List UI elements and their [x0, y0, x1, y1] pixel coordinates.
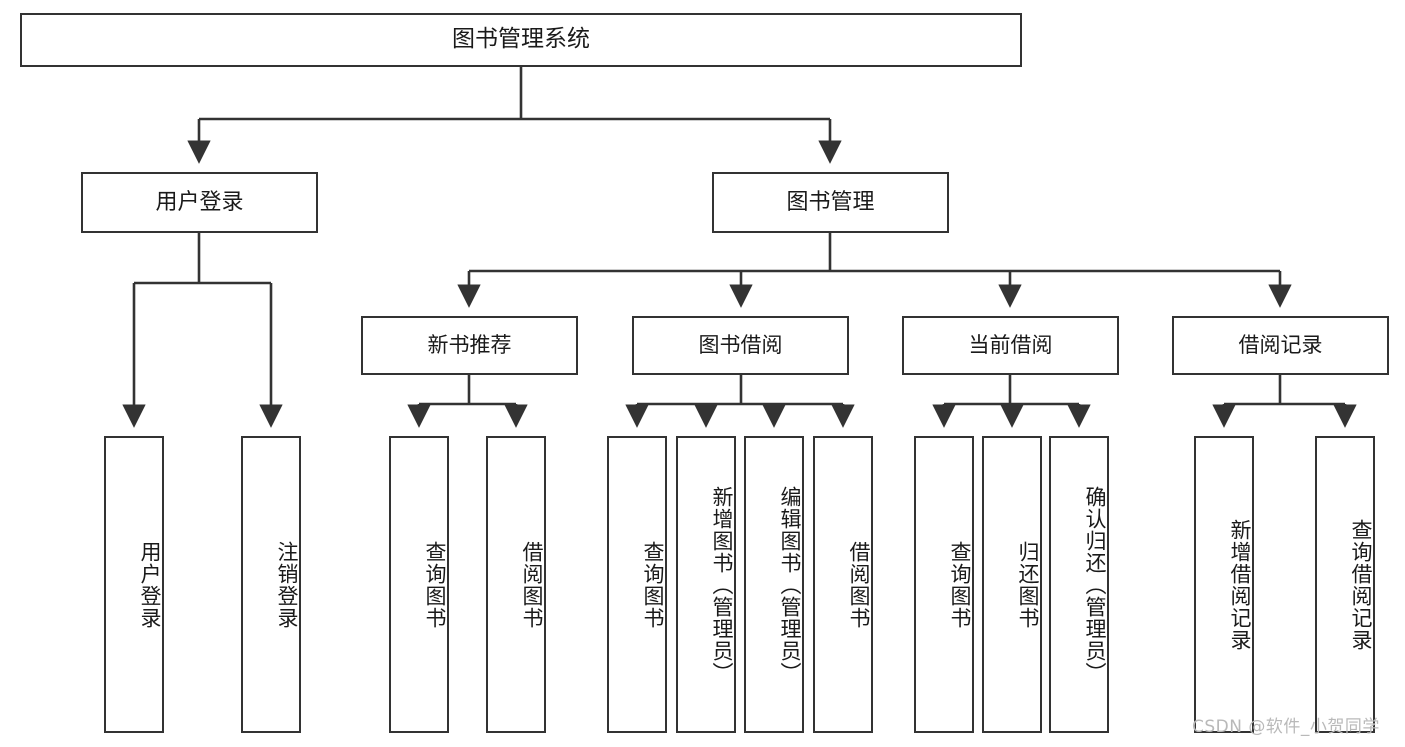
leaf-borrow-book[interactable]: 借阅图书	[813, 436, 873, 733]
node-label: 确认归还（管理员）	[1083, 485, 1107, 684]
leaf-query-book-borrow[interactable]: 查询图书	[607, 436, 667, 733]
node-user-login[interactable]: 用户登录	[81, 172, 318, 233]
leaf-confirm-return-admin[interactable]: 确认归还（管理员）	[1049, 436, 1109, 733]
leaf-query-book-new-recommend[interactable]: 查询图书	[389, 436, 449, 733]
leaf-edit-book-admin[interactable]: 编辑图书（管理员）	[744, 436, 804, 733]
node-borrow-records[interactable]: 借阅记录	[1172, 316, 1389, 375]
node-label: 查询图书	[948, 540, 972, 629]
leaf-user-login[interactable]: 用户登录	[104, 436, 164, 733]
node-label: 借阅图书	[520, 540, 544, 629]
leaf-query-book-current[interactable]: 查询图书	[914, 436, 974, 733]
node-label: 新增借阅记录	[1228, 518, 1252, 651]
node-label: 用户登录	[155, 189, 244, 215]
node-label: 图书管理	[786, 189, 875, 215]
node-label: 编辑图书（管理员）	[778, 485, 802, 684]
node-label: 查询图书	[423, 540, 447, 629]
leaf-add-borrow-record[interactable]: 新增借阅记录	[1194, 436, 1254, 733]
node-label: 新增图书（管理员）	[710, 485, 734, 684]
node-label: 新书推荐	[427, 333, 512, 358]
csdn-watermark: CSDN @软件_小贺同学	[1192, 717, 1380, 737]
node-label: 归还图书	[1016, 540, 1040, 629]
node-label: 注销登录	[275, 540, 299, 629]
node-label: 图书借阅	[698, 333, 783, 358]
leaf-query-borrow-record[interactable]: 查询借阅记录	[1315, 436, 1375, 733]
leaf-add-book-admin[interactable]: 新增图书（管理员）	[676, 436, 736, 733]
node-root-book-management-system[interactable]: 图书管理系统	[20, 13, 1022, 67]
node-book-management[interactable]: 图书管理	[712, 172, 949, 233]
node-label: 借阅记录	[1238, 333, 1323, 358]
node-label: 查询图书	[641, 540, 665, 629]
node-current-borrow[interactable]: 当前借阅	[902, 316, 1119, 375]
node-label: 借阅图书	[847, 540, 871, 629]
leaf-return-book[interactable]: 归还图书	[982, 436, 1042, 733]
leaf-logout-login[interactable]: 注销登录	[241, 436, 301, 733]
leaf-borrow-book-new-recommend[interactable]: 借阅图书	[486, 436, 546, 733]
node-label: 用户登录	[138, 540, 162, 629]
node-label: 当前借阅	[968, 333, 1053, 358]
node-book-borrow[interactable]: 图书借阅	[632, 316, 849, 375]
node-label: 查询借阅记录	[1349, 518, 1373, 651]
node-new-book-recommend[interactable]: 新书推荐	[361, 316, 578, 375]
node-label: 图书管理系统	[452, 26, 590, 53]
